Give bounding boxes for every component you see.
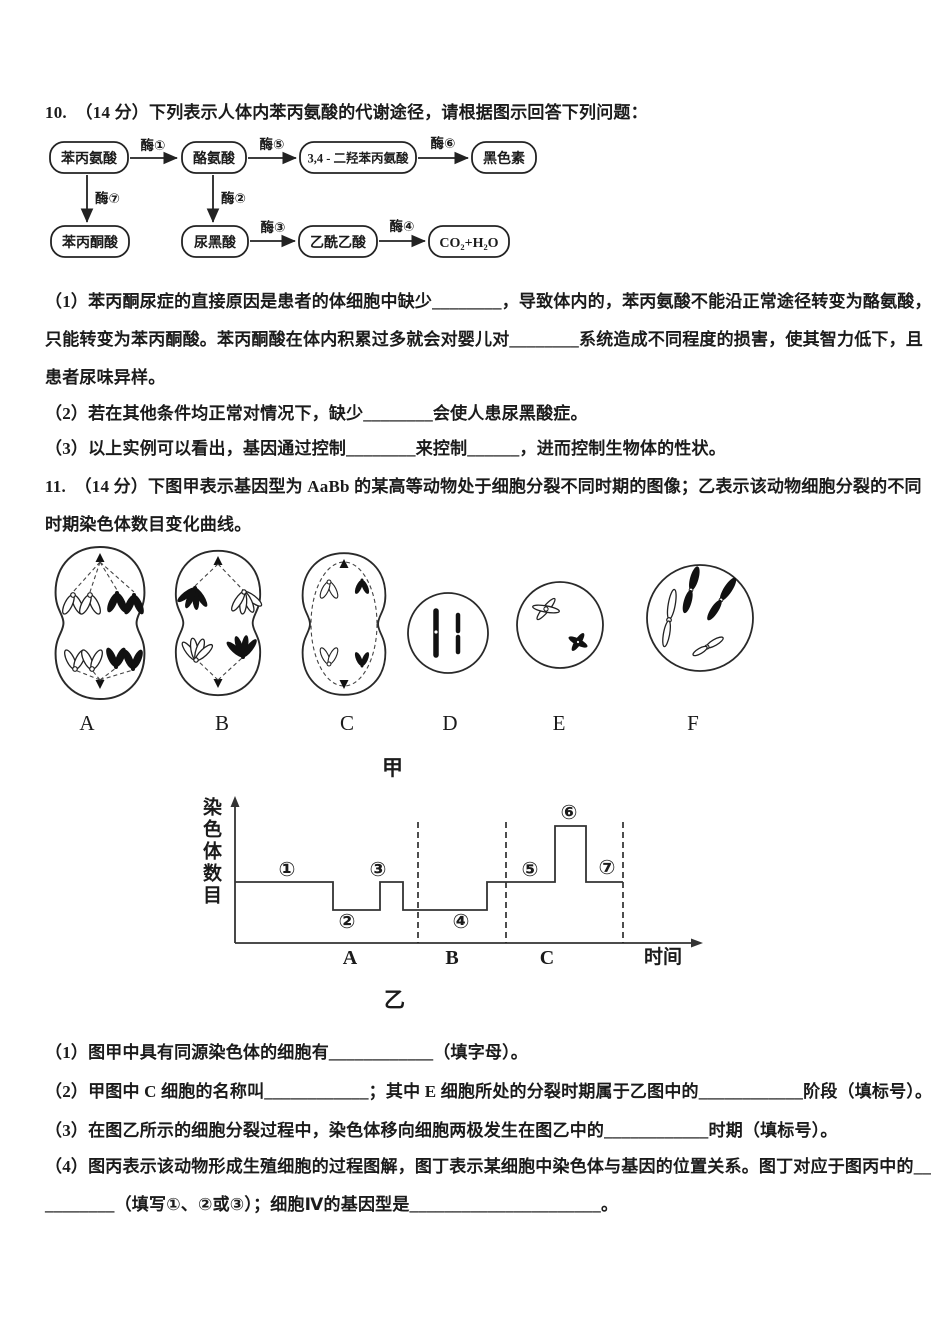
q11-part3: （3）在图乙所示的细胞分裂过程中，染色体移向细胞两极发生在图乙中的_______… [45, 1121, 838, 1140]
cell-A [54, 545, 147, 701]
node-co2-h2o-label: CO₂+H₂O [439, 236, 498, 251]
chart-y-axis-label: 染色体数目 [200, 797, 221, 907]
segment-label-3: ③ [370, 859, 387, 881]
section-label-B: B [445, 947, 458, 969]
node-melanin-label: 黑色素 [483, 150, 525, 167]
node-homogentisate-label: 尿黑酸 [194, 234, 237, 251]
node-homogentisate: 尿黑酸 [181, 225, 249, 258]
node-acetoacetate: 乙酰乙酸 [298, 225, 378, 258]
node-acetoacetate-label: 乙酰乙酸 [310, 234, 367, 251]
segment-label-2: ② [339, 911, 356, 933]
q10-part3: （3）以上实例可以看出，基因通过控制________来控制______，进而控制… [45, 439, 726, 458]
q11-heading-line2: 时期染色体数目变化曲线。 [45, 515, 252, 534]
cell-C [301, 552, 387, 696]
chromosome-white-x [532, 597, 560, 621]
q11-part4-line2: ________（填写①、②或③）；细胞Ⅳ的基因型是______________… [45, 1195, 619, 1214]
cell-label-C: C [340, 711, 354, 735]
q10-part1-line3: 患者尿味异样。 [45, 368, 166, 387]
cell-label-E: E [553, 711, 566, 735]
node-dopa-label: 3,4 - 二羟苯丙氨酸 [307, 151, 409, 166]
q11-heading-line1: 11. （14 分）下图甲表示基因型为 AaBb 的某高等动物处于细胞分裂不同时… [45, 477, 922, 496]
cell-label-F: F [687, 711, 699, 735]
segment-label-4: ④ [453, 911, 470, 933]
q11-part1: （1）图甲中具有同源染色体的细胞有____________（填字母）。 [45, 1043, 528, 1062]
node-melanin: 黑色素 [471, 141, 537, 174]
node-tyrosine: 酪氨酸 [181, 141, 247, 174]
node-phenylpyruvate-label: 苯丙酮酸 [61, 234, 119, 251]
node-co2-h2o: CO₂+H₂O [428, 225, 510, 258]
cell-B [174, 549, 266, 697]
chromosome-white-long [662, 588, 677, 648]
spindle-fibers-A [72, 561, 135, 681]
enzyme2-label: 酶② [221, 190, 246, 206]
segment-label-1: ① [279, 859, 296, 881]
fig-yi-chart: ① ② ③ ④ ⑤ ⑥ ⑦ A B C 时间 [230, 796, 703, 969]
enzyme5-label: 酶⑤ [260, 136, 285, 152]
segment-label-6: ⑥ [561, 802, 578, 824]
spindle-fibers-B [194, 563, 244, 681]
section-label-C: C [540, 947, 554, 969]
node-dopa: 3,4 - 二羟苯丙氨酸 [299, 141, 417, 174]
y-axis-arrow [230, 796, 240, 807]
node-phenylalanine-label: 苯丙氨酸 [60, 150, 118, 167]
section-label-A: A [343, 947, 358, 969]
cell-label-B: B [215, 711, 229, 735]
chromosome-number-curve [235, 825, 623, 911]
q10-part1-line1: （1）苯丙酮尿症的直接原因是患者的体细胞中缺少________，导致体内的，苯丙… [45, 292, 932, 311]
fig-yi-caption: 乙 [384, 988, 405, 1012]
fig-jia-cells: A B C D E F [54, 545, 754, 735]
q11-part2: （2）甲图中 C 细胞的名称叫____________；其中 E 细胞所处的分裂… [45, 1082, 933, 1101]
q11-part4-line1: （4）图丙表示该动物形成生殖细胞的过程图解，图丁表示某细胞中染色体与基因的位置关… [45, 1157, 932, 1176]
node-phenylpyruvate: 苯丙酮酸 [50, 225, 130, 258]
cell-label-D: D [442, 711, 457, 735]
enzyme7-label: 酶⑦ [95, 190, 120, 206]
enzyme6-label: 酶⑥ [431, 135, 456, 151]
enzyme1-label: 酶① [141, 137, 166, 153]
cell-E [516, 581, 604, 669]
chromosome-white-short [692, 636, 724, 657]
segment-label-7: ⑦ [599, 857, 616, 879]
cell-D [407, 592, 489, 674]
chart-x-axis-label: 时间 [644, 946, 682, 968]
node-tyrosine-label: 酪氨酸 [193, 150, 236, 167]
enzyme4-label: 酶④ [390, 218, 415, 234]
spindle-oval-C [310, 561, 378, 687]
q10-flowchart: 苯丙氨酸 酪氨酸 3,4 - 二羟苯丙氨酸 黑色素 苯丙酮酸 尿黑酸 乙酰乙酸 [49, 135, 537, 258]
cell-label-A: A [79, 711, 95, 735]
cell-F [646, 564, 754, 672]
q10-part2: （2）若在其他条件均正常对情况下，缺少________会使人患尿黑酸症。 [45, 404, 588, 423]
enzyme3-label: 酶③ [261, 219, 286, 235]
chromosome-black-2 [707, 577, 737, 621]
q10-part1-line2: 只能转变为苯丙酮酸。苯丙酮酸在体内积累过多就会对婴儿对________系统造成不… [45, 330, 923, 349]
chromosome-black-1 [682, 566, 700, 614]
fig-jia-caption: 甲 [382, 756, 403, 780]
node-phenylalanine: 苯丙氨酸 [49, 141, 129, 174]
chromosome-black-x [568, 633, 588, 651]
q10-heading: 10. （14 分）下列表示人体内苯丙氨酸的代谢途径，请根据图示回答下列问题： [45, 103, 648, 122]
x-axis-arrow [691, 938, 703, 948]
segment-label-5: ⑤ [522, 859, 539, 881]
